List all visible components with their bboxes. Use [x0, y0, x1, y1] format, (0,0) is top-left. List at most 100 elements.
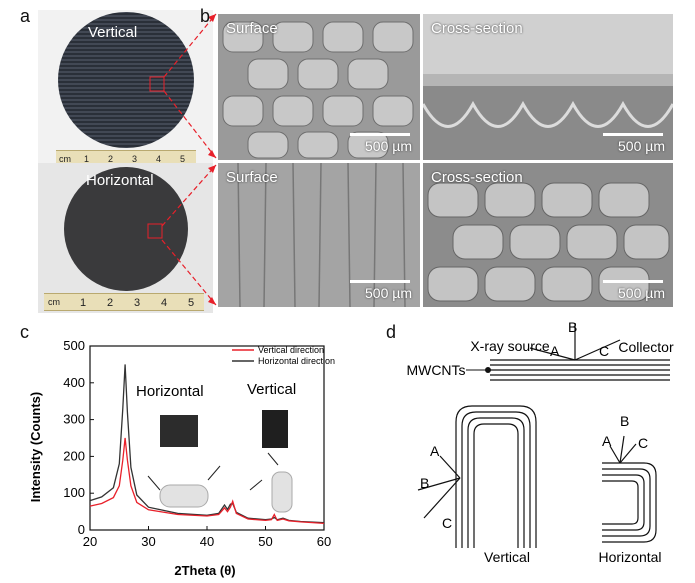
scale-label: 500 µm [618, 285, 665, 301]
horizontal-label-A: A [602, 433, 612, 449]
vertical-cube-icon [262, 410, 288, 448]
y-tick-label: 200 [63, 448, 85, 463]
vertical-ray-b [417, 477, 461, 491]
inset-arrow [207, 465, 221, 481]
horizontal-sheet [602, 468, 651, 537]
horizontal-ray-c [619, 443, 637, 464]
callout-arrowhead [208, 14, 216, 22]
x-axis-label: 2Theta (θ) [174, 563, 235, 578]
y-tick-label: 300 [63, 412, 85, 427]
vertical-sheet [461, 411, 531, 548]
sample-insets [147, 410, 293, 513]
vertical-caption: Vertical [484, 549, 530, 565]
ruler-tick-5: 5 [188, 297, 195, 309]
scale-label: 500 µm [365, 285, 412, 301]
ruler-unit: cm [59, 154, 71, 164]
ruler-top: cm 1 2 3 4 5 [56, 150, 196, 165]
horizontal-ray-b [619, 435, 625, 464]
sem-title: Surface [226, 169, 278, 186]
y-tick-label: 100 [63, 485, 85, 500]
sem-title: Surface [226, 20, 278, 37]
sem-vertical-surface: Surface 500 µm [218, 14, 420, 160]
inset-arrow [267, 452, 279, 466]
vertical-sheet [455, 405, 537, 548]
sem-title: Cross-section [431, 20, 523, 37]
x-tick-label: 50 [258, 534, 272, 549]
series-line-vertical-direction [89, 437, 325, 525]
y-tick-label: 400 [63, 375, 85, 390]
vertical-ray-c [423, 477, 461, 519]
callout-line [163, 13, 217, 78]
vertical-sample-label: Vertical [88, 24, 138, 41]
legend-label-horizontal: Horizontal direction [258, 356, 335, 366]
sem-horizontal-surface-texture [218, 163, 420, 307]
sem-vertical-surface-texture [218, 14, 420, 160]
scale-bar [603, 133, 663, 136]
horizontal-sheet [602, 474, 645, 531]
vertical-cnt-diagram [271, 471, 293, 513]
ruler-tick-2: 2 [107, 297, 114, 309]
ruler-tick-5: 5 [180, 154, 186, 164]
label-C: C [599, 343, 609, 359]
inset-arrow [249, 479, 263, 491]
horizontal-sample-disc [64, 167, 188, 291]
ruler-bottom: cm 1 2 3 4 5 [44, 293, 204, 311]
scale-bar [603, 280, 663, 283]
xray-geometry-diagram: X-ray source Collector MWCNTs A B C A B … [406, 319, 674, 565]
panel-d-label: d [386, 322, 397, 342]
panel-a-label: a [20, 6, 31, 26]
ruler-tick-4: 4 [156, 154, 162, 164]
vertical-label-C: C [442, 515, 452, 531]
horizontal-caption: Horizontal [598, 549, 661, 565]
x-tick-label: 30 [141, 534, 155, 549]
collector-label: Collector [618, 339, 674, 355]
ruler-tick-3: 3 [132, 154, 138, 164]
ruler-tick-1: 1 [84, 154, 90, 164]
horizontal-sample-label: Horizontal [86, 172, 154, 189]
callout-lines [161, 13, 217, 306]
callout-line [161, 164, 217, 227]
scale-bar [350, 280, 410, 283]
horizontal-cube-icon [160, 415, 198, 447]
label-B: B [568, 319, 577, 335]
callout-arrowhead [208, 150, 216, 158]
horizontal-sheet [602, 480, 639, 525]
sem-horizontal-surface: Surface 500 µm [218, 163, 420, 307]
y-axis-label: Intensity (Counts) [28, 392, 43, 503]
callout-arrowhead [208, 165, 216, 173]
vertical-sample-disc [58, 12, 194, 148]
horizontal-label-B: B [620, 413, 629, 429]
sem-horizontal-cross-texture [423, 163, 673, 307]
vertical-sheet [467, 417, 525, 548]
ruler-tick-2: 2 [108, 154, 114, 164]
scale-label: 500 µm [618, 138, 665, 154]
horizontal-sample-photo: cm 1 2 3 4 5 [38, 163, 213, 313]
vertical-sheet [473, 423, 519, 548]
annotation-horizontal: Horizontal [136, 383, 204, 400]
panel-b-label: b [200, 6, 211, 26]
horizontal-ray-a [609, 445, 621, 464]
callout-line [161, 239, 217, 306]
horizontal-label-C: C [638, 435, 648, 451]
incident-ray-a [529, 347, 576, 361]
horizontal-sheet [602, 462, 657, 543]
ruler-tick-1: 1 [80, 297, 87, 309]
horizontal-cnt-diagram [159, 484, 209, 508]
scale-bar [350, 133, 410, 136]
xray-source-label: X-ray source [470, 338, 550, 354]
y-tick-label: 500 [63, 338, 85, 353]
ray-c [574, 339, 621, 361]
vertical-label-B: B [420, 475, 429, 491]
legend: Vertical direction Horizontal direction [232, 345, 335, 366]
vertical-label-A: A [430, 443, 440, 459]
x-tick-label: 20 [83, 534, 97, 549]
ruler-tick-3: 3 [134, 297, 141, 309]
y-tick-label: 0 [78, 522, 85, 537]
ruler-unit: cm [48, 297, 60, 307]
mwcnts-label: MWCNTs [406, 362, 465, 378]
vertical-sample-photo: cm 1 2 3 4 5 [38, 10, 213, 165]
annotation-vertical: Vertical [247, 381, 296, 398]
legend-label-vertical: Vertical direction [258, 345, 324, 355]
x-tick-label: 60 [317, 534, 331, 549]
